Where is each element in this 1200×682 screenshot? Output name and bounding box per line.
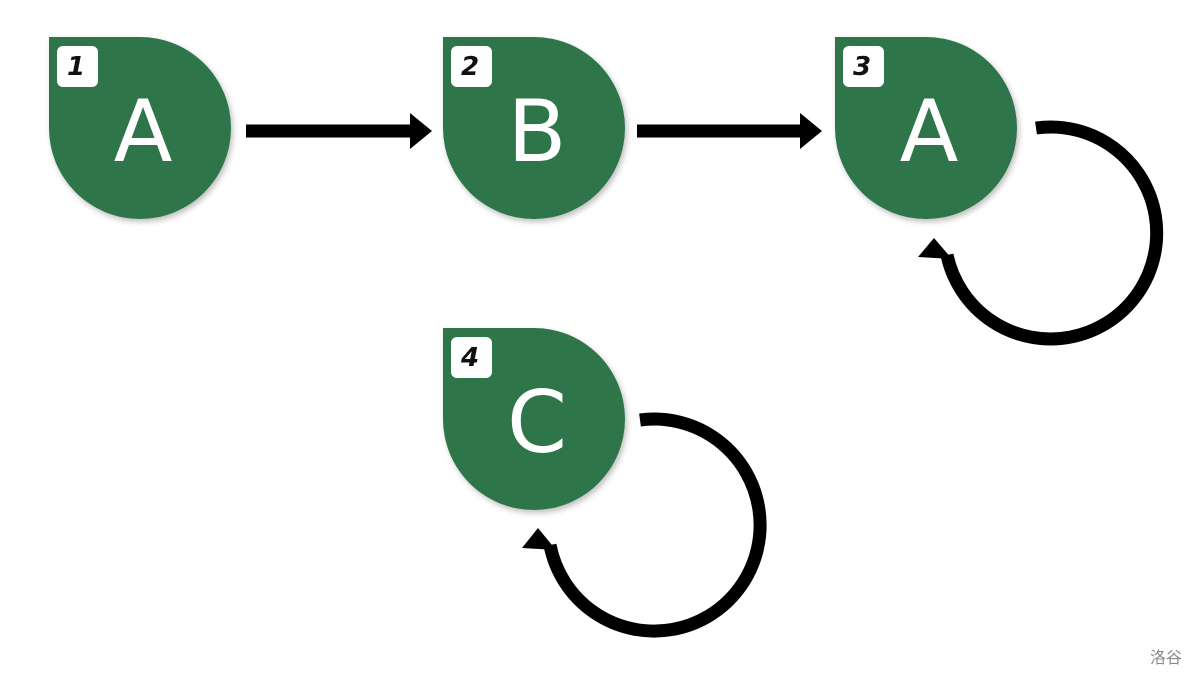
node-4-number: 4 [460,343,479,373]
edge-4-self-loop [543,412,767,638]
node-4-badge [451,337,492,378]
node-4-letter: C [507,373,567,473]
node-2-letter: B [508,82,567,182]
node-3-letter: A [900,82,959,182]
edge-4-self-loop-arrowhead [522,528,556,550]
node-1-number: 1 [67,52,85,82]
node-3: A 3 [835,37,1017,219]
edge-2-to-3-arrowhead [800,113,822,149]
watermark: 洛谷 [1149,648,1182,667]
node-3-number: 3 [853,52,871,82]
node-3-badge [843,46,884,87]
edges [246,113,1164,638]
edge-3-self-loop-arrowhead [918,238,952,259]
edge-1-to-2-arrowhead [410,113,432,149]
edge-3-self-loop [940,120,1164,346]
node-4: C 4 [443,328,625,510]
node-2-number: 2 [461,52,479,82]
node-1-badge [57,46,98,87]
node-2-badge [451,46,492,87]
node-2: B 2 [443,37,625,219]
node-1-letter: A [114,82,173,182]
node-1: A 1 [49,37,231,219]
